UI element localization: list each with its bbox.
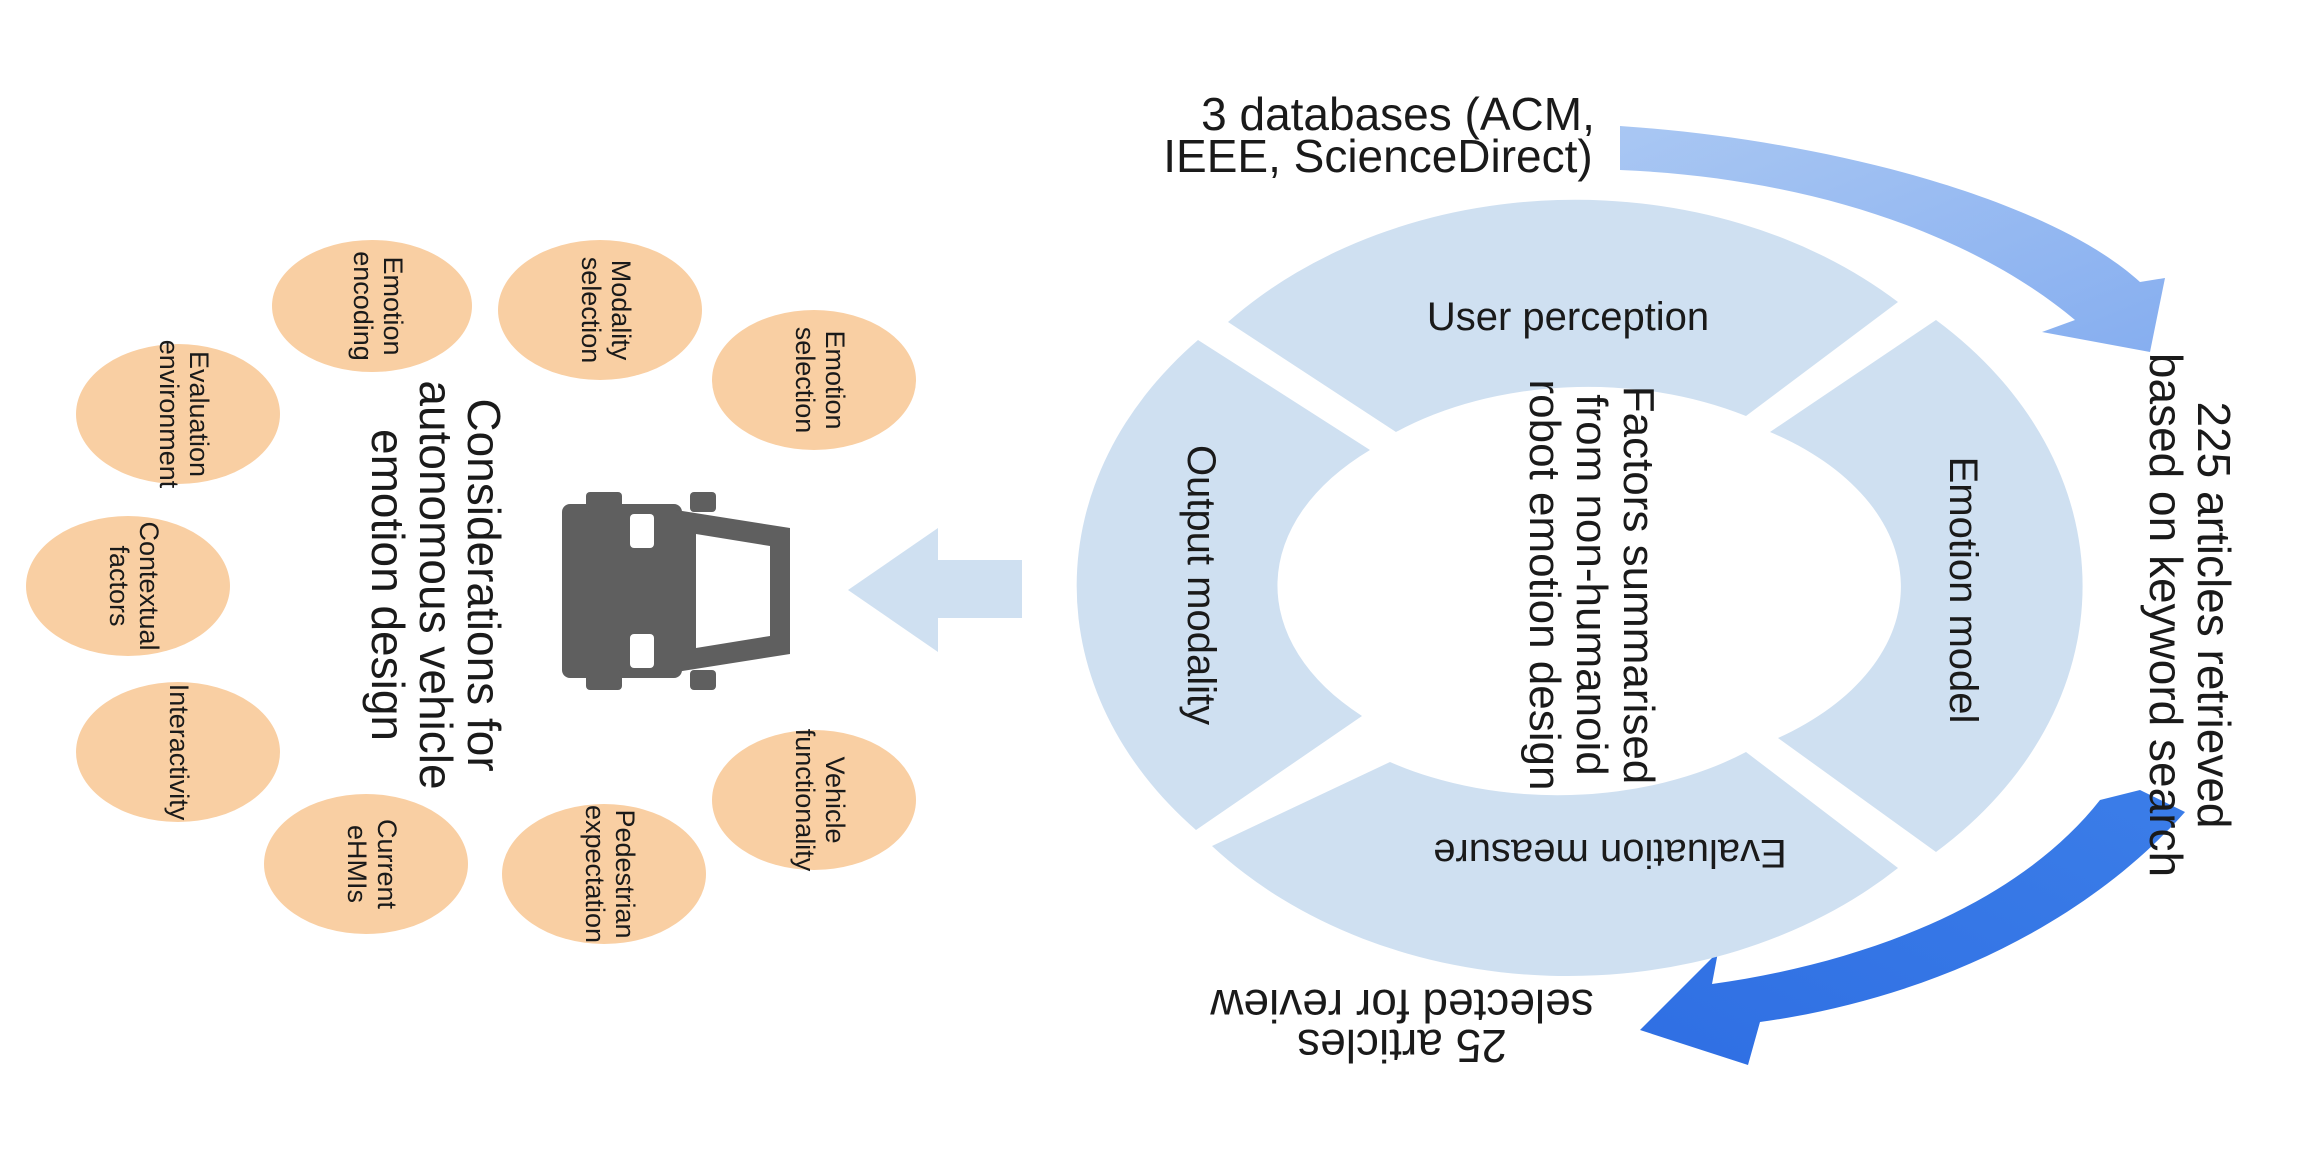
flow-arrow-top — [1620, 126, 2165, 352]
bubble-text-line-2: functionality — [790, 729, 820, 872]
source-databases-line-1: 3 databases (ACM, — [1201, 88, 1595, 140]
factor-ring — [1076, 199, 2083, 977]
bubble-current-ehmis: Current eHMIs — [264, 794, 468, 934]
bubble-evaluation-environment: Evaluation environment — [76, 340, 280, 489]
bubble-modality-selection: Modality selection — [498, 240, 702, 380]
center-line-2: from non-humanoid — [1567, 394, 1616, 776]
bubble-contextual-factors: Contextual factors — [26, 516, 230, 656]
bubble-text-line-2: selection — [576, 257, 606, 364]
bubble-text-line-1: Evaluation — [184, 351, 214, 477]
bubble-text-line-1: Current — [372, 819, 402, 910]
bubble-emotion-encoding: Emotion encoding — [272, 240, 472, 372]
ring-center-text: Factors summarised from non-humanoid rob… — [1520, 380, 1663, 791]
source-databases-line-2: IEEE, ScienceDirect) — [1163, 130, 1592, 182]
segment-label-left: Output modality — [1179, 445, 1223, 725]
bubble-text-line-1: Modality — [606, 260, 636, 361]
bubble-text-line-1: Emotion — [378, 256, 408, 355]
bubble-text-line-1: Pedestrian — [610, 809, 640, 938]
bubble-text-line-1: Vehicle — [820, 756, 850, 843]
bubble-text-line-2: eHMIs — [342, 825, 372, 903]
bubble-vehicle-functionality: Vehicle functionality — [712, 729, 916, 872]
bubble-text-line-2: encoding — [348, 251, 378, 361]
bubble-text-line-2: expectation — [580, 805, 610, 943]
bubble-text-line-1: Contextual — [134, 521, 164, 650]
bubble-text-line-2: selection — [790, 327, 820, 434]
considerations-title-line-2: autonomous vehicle — [410, 380, 462, 789]
bubble-interactivity: Interactivity — [76, 682, 280, 822]
considerations-title-line-1: Considerations for — [458, 398, 510, 771]
selected-articles-line-1: 25 articles — [1297, 1020, 1507, 1072]
center-line-1: Factors summarised — [1614, 386, 1663, 785]
segment-label-bottom: Evaluation measure — [1433, 831, 1787, 875]
bubble-text-line-1: Emotion — [820, 330, 850, 429]
considerations-title: Considerations for autonomous vehicle em… — [362, 380, 510, 789]
considerations-title-line-3: emotion design — [362, 429, 414, 741]
ring-segment-top — [1228, 199, 1898, 432]
ring-segment-left — [1076, 340, 1370, 830]
bubble-text-line-1: Interactivity — [164, 684, 194, 821]
bubble-text-line-2: environment — [154, 340, 184, 489]
consideration-bubbles: Emotion encoding Modality selection Emot… — [26, 240, 916, 944]
ring-segment-bottom — [1212, 752, 1898, 977]
retrieved-articles-line-2: based on keyword search — [2140, 353, 2192, 877]
retrieved-articles-line-1: 225 articles retrieved — [2188, 402, 2240, 829]
bubble-text-line-2: factors — [104, 545, 134, 626]
bubble-pedestrian-expectation: Pedestrian expectation — [502, 804, 706, 944]
segment-label-right: Emotion model — [1941, 457, 1985, 724]
flow-arrow-bottom — [1640, 790, 2185, 1065]
center-line-3: robot emotion design — [1520, 380, 1569, 791]
car-top-view-icon — [562, 492, 790, 690]
selected-articles-line-2: selected for review — [1209, 980, 1593, 1032]
ring-segment-right — [1770, 320, 2083, 852]
segment-label-top: User perception — [1427, 295, 1709, 339]
bubble-emotion-selection: Emotion selection — [712, 310, 916, 450]
left-arrow — [848, 528, 1022, 652]
